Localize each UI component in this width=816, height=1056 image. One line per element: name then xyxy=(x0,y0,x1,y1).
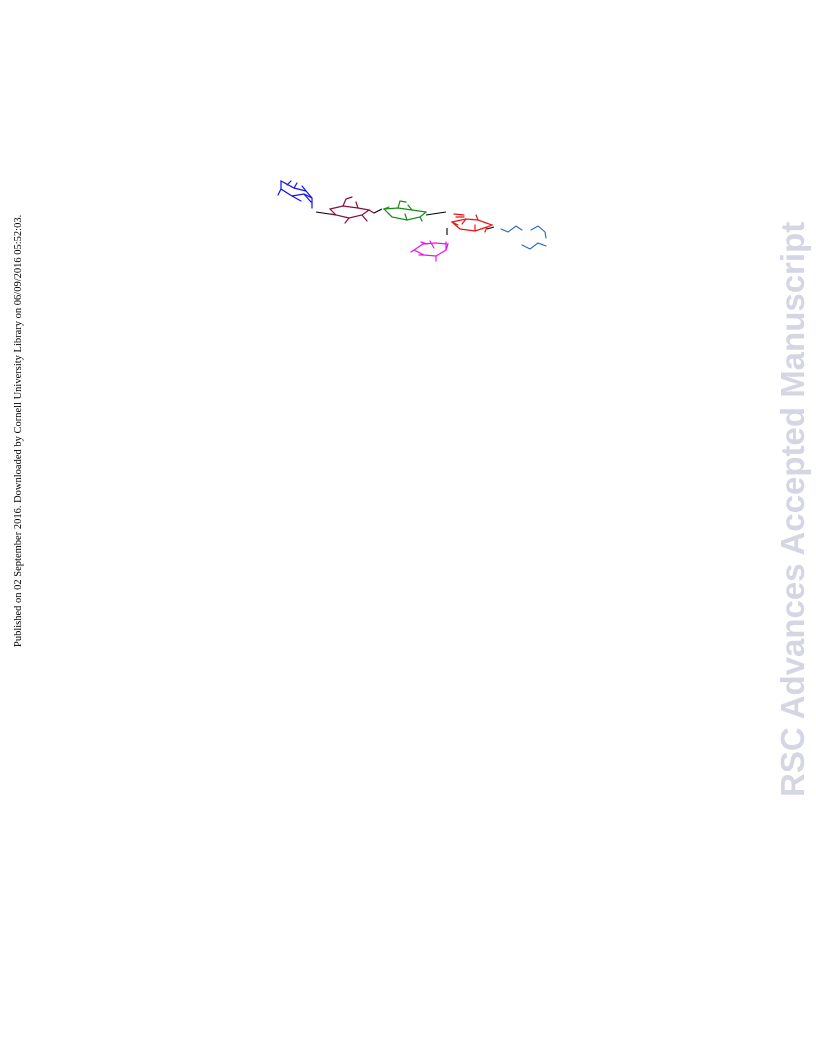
sugar-residue-4 xyxy=(450,213,494,233)
glycosidic-linkage-2 xyxy=(373,208,383,214)
sugar-residue-3 xyxy=(382,200,428,222)
glycosidic-linkage-3 xyxy=(425,211,447,216)
glycolipid-structure-figure xyxy=(270,172,560,264)
lipid-chain xyxy=(500,225,547,250)
publication-download-note: Published on 02 September 2016. Download… xyxy=(13,214,24,647)
sugar-residue-1 xyxy=(277,179,313,209)
sugar-residue-2 xyxy=(328,196,375,224)
accepted-manuscript-watermark: RSC Advances Accepted Manuscript xyxy=(774,221,811,797)
glycolipid-structure-drawing xyxy=(277,179,547,262)
sugar-residue-5 xyxy=(410,240,449,262)
glycosidic-linkage-5 xyxy=(486,226,495,230)
